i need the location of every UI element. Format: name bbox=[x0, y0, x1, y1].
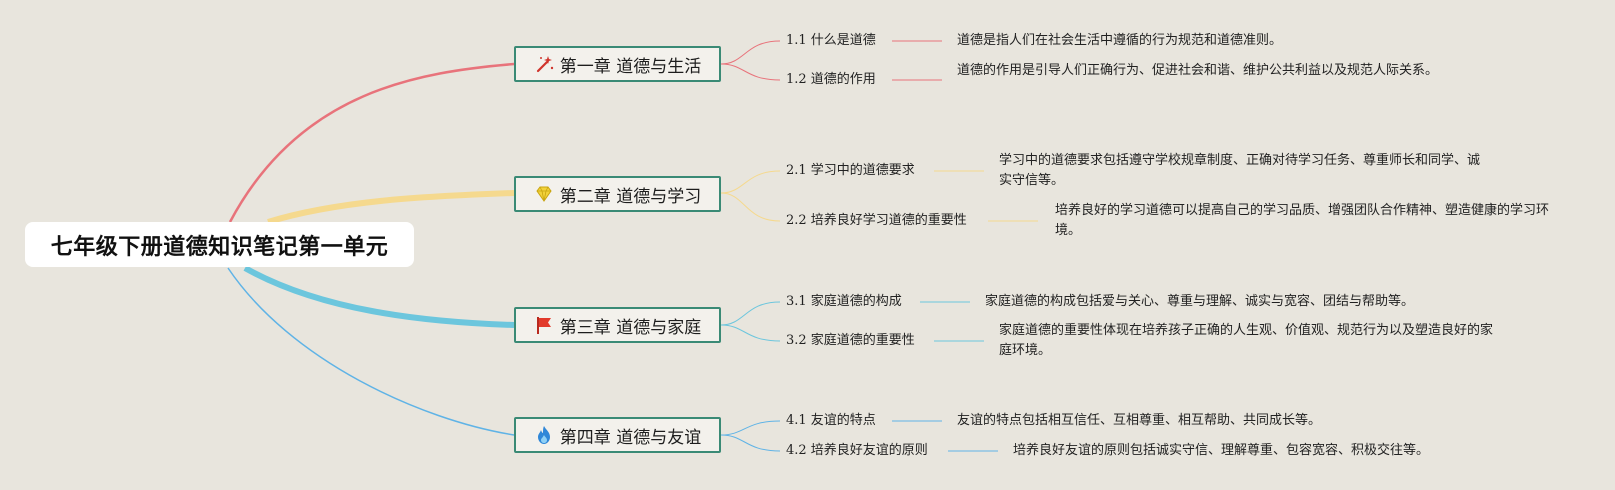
chapter-1-title: 第一章 道德与生活 bbox=[559, 56, 702, 77]
link-ch2-topic2 bbox=[720, 192, 781, 222]
link-ch1-topic1 bbox=[720, 40, 781, 65]
detail-2-2: 培养良好的学习道德可以提高自己的学习品质、增强团队合作精神、塑造健康的学习环境。 bbox=[1055, 203, 1550, 238]
magic-wand-icon bbox=[534, 54, 554, 74]
link-ch2-topic1 bbox=[720, 170, 781, 194]
detail-1-2: 道德的作用是引导人们正确行为、促进社会和谐、维护公共利益以及规范人际关系。 bbox=[957, 63, 1439, 78]
chapter-2-node[interactable]: 第二章 道德与学习 bbox=[514, 176, 721, 212]
topic-2-2[interactable]: 2.2 培养良好学习道德的重要性 bbox=[786, 213, 967, 228]
topic-3-2[interactable]: 3.2 家庭道德的重要性 bbox=[786, 333, 915, 348]
detail-3-1: 家庭道德的构成包括爱与关心、尊重与理解、诚实与宽容、团结与帮助等。 bbox=[985, 294, 1415, 309]
chapter-3-node[interactable]: 第三章 道德与家庭 bbox=[514, 307, 721, 343]
detail-4-1: 友谊的特点包括相互信任、互相尊重、相互帮助、共同成长等。 bbox=[957, 413, 1322, 428]
chapter-1-node[interactable]: 第一章 道德与生活 bbox=[514, 46, 721, 82]
link-ch4-topic2 bbox=[720, 434, 781, 452]
detail-2-1: 学习中的道德要求包括遵守学校规章制度、正确对待学习任务、尊重师长和同学、诚实守信… bbox=[999, 153, 1481, 188]
chapter-3-title: 第三章 道德与家庭 bbox=[559, 317, 702, 338]
chapter-2-title: 第二章 道德与学习 bbox=[559, 186, 702, 207]
branch-line-chapter-1 bbox=[228, 62, 515, 223]
topic-4-1[interactable]: 4.1 友谊的特点 bbox=[786, 413, 876, 428]
branch-line-chapter-3 bbox=[243, 265, 515, 328]
chapter-4-title: 第四章 道德与友谊 bbox=[559, 427, 702, 448]
detail-3-2: 家庭道德的重要性体现在培养孩子正确的人生观、价值观、规范行为以及塑造良好的家庭环… bbox=[999, 323, 1494, 358]
diamond-icon bbox=[534, 184, 554, 204]
link-ch3-topic1 bbox=[720, 301, 781, 326]
topic-1-1[interactable]: 1.1 什么是道德 bbox=[786, 33, 876, 48]
fire-icon bbox=[534, 425, 554, 445]
link-ch3-topic2 bbox=[720, 324, 781, 342]
red-flag-icon bbox=[534, 315, 554, 335]
detail-4-2: 培养良好友谊的原则包括诚实守信、理解尊重、包容宽容、积极交往等。 bbox=[1013, 443, 1430, 458]
branch-line-chapter-4 bbox=[227, 267, 515, 436]
root-title: 七年级下册道德知识笔记第一单元 bbox=[50, 234, 389, 260]
topic-2-1[interactable]: 2.1 学习中的道德要求 bbox=[786, 163, 915, 178]
topic-3-1[interactable]: 3.1 家庭道德的构成 bbox=[786, 294, 902, 309]
link-ch4-topic1 bbox=[720, 420, 781, 436]
link-ch1-topic2 bbox=[720, 63, 781, 81]
detail-1-1: 道德是指人们在社会生活中遵循的行为规范和道德准则。 bbox=[957, 33, 1283, 48]
root-node[interactable]: 七年级下册道德知识笔记第一单元 bbox=[25, 222, 414, 267]
branch-line-chapter-2 bbox=[267, 190, 515, 225]
topic-4-2[interactable]: 4.2 培养良好友谊的原则 bbox=[786, 443, 928, 458]
topic-1-2[interactable]: 1.2 道德的作用 bbox=[786, 72, 876, 87]
chapter-4-node[interactable]: 第四章 道德与友谊 bbox=[514, 417, 721, 453]
